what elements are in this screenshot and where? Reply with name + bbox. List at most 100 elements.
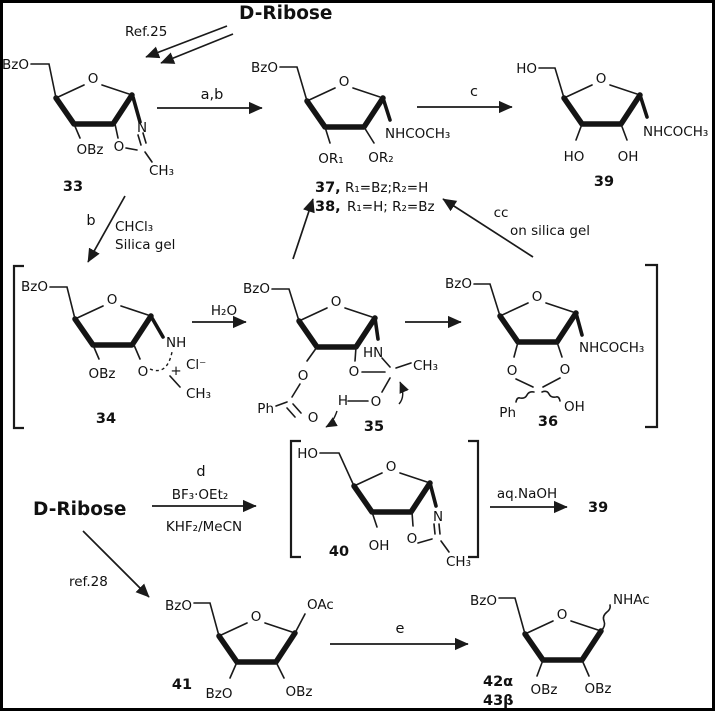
compound-40: O HO OH O N CH₃ 40 [297, 446, 471, 570]
nhcoch3-label: NHCOCH₃ [579, 340, 644, 356]
dioxolane-oxygen-left: O [507, 363, 518, 379]
bond [581, 659, 590, 677]
furanose-ring [500, 303, 576, 342]
obz-label: OBz [286, 684, 313, 700]
bond [114, 123, 119, 139]
wavy-bond-nhac [600, 604, 611, 632]
arrow-ref28 [82, 530, 150, 598]
bond [411, 511, 414, 527]
carbonyl-double-bond [286, 403, 302, 418]
oac-label: OAc [307, 597, 334, 613]
hn-label: HN [363, 345, 383, 361]
on-silica-gel-label: on silica gel [510, 223, 590, 239]
bracket-40-left [289, 439, 301, 559]
bond [169, 375, 181, 388]
ho-label: HO [564, 149, 585, 165]
label-ref25: Ref.25 [125, 24, 167, 40]
step-c-label: c [470, 84, 478, 100]
silica-gel-label: Silica gel [115, 237, 175, 253]
ring-oxygen: O [251, 609, 262, 625]
furanose-ring [299, 308, 375, 347]
wedge-bond [150, 316, 165, 339]
furanose-ring [219, 623, 295, 662]
compound-37-substituents: R₁=Bz;R₂=H [345, 180, 428, 196]
compound-42-43: O BzO NHAc OBz OBz 42α 43β [470, 592, 650, 709]
hydroxyl-oxygen: O [371, 394, 382, 410]
bond [92, 344, 100, 360]
ring-oxygen: O [88, 71, 99, 87]
ho-label: HO [297, 446, 318, 462]
wedge-bond [574, 311, 584, 337]
ester-oxygen: O [298, 368, 309, 384]
partial-bond [149, 351, 173, 372]
oh-label: OH [618, 149, 639, 165]
bf3-oet2-label: BF₃·OEt₂ [172, 487, 229, 503]
ring-oxygen: O [107, 292, 118, 308]
ring-oxygen: O [532, 289, 543, 305]
bond [515, 377, 561, 388]
ch3-label: CH₃ [413, 358, 438, 374]
oxazolinium-oxygen: O [138, 364, 149, 380]
bond [49, 286, 76, 320]
bond [498, 597, 526, 635]
furanose-ring [75, 306, 151, 345]
bond [395, 362, 412, 369]
ring-oxygen: O [386, 459, 397, 475]
bond [133, 344, 141, 360]
compound-35: O BzO HN O Ph O O CH₃ H O 35 [243, 281, 438, 435]
ho-label: HO [516, 61, 537, 77]
bond [381, 377, 391, 393]
step-d-label: d [196, 464, 205, 480]
oxygen-label: O [349, 364, 360, 380]
nhcoch3-label: NHCOCH₃ [385, 126, 450, 142]
bond [620, 123, 628, 141]
ph-label: Ph [257, 401, 274, 417]
wedge-bond [638, 93, 649, 119]
bond [30, 63, 57, 99]
compound-36: O BzO NHCOCH₃ O O Ph OH 36 [445, 276, 644, 430]
oxazoline-oxygen: O [407, 531, 418, 547]
compound-number-41: 41 [172, 677, 192, 693]
bond [575, 123, 583, 141]
obz-right-label: OBz [585, 681, 612, 697]
compound-number-42a: 42α [483, 674, 513, 690]
ring-oxygen: O [557, 607, 568, 623]
bond [354, 346, 357, 362]
plus-charge: + [170, 363, 181, 379]
bzo-label: BzO [21, 279, 48, 295]
step-cc-label: cc [494, 205, 509, 221]
oh-label: OH [369, 538, 390, 554]
bond [291, 383, 301, 398]
compound-number-43b: 43β [483, 693, 514, 709]
oh-label: OH [564, 399, 585, 415]
wedge-bond [131, 95, 142, 124]
furanose-ring [564, 85, 640, 124]
compound-number-39-final: 39 [588, 500, 608, 516]
furanose-ring [354, 473, 430, 512]
compound-number-38: 38, [315, 199, 341, 215]
bond [144, 151, 153, 163]
bond [229, 661, 238, 679]
bond [538, 67, 565, 99]
bond [294, 613, 306, 634]
bond [271, 288, 300, 322]
bond [73, 123, 81, 139]
compound-number-40: 40 [329, 544, 349, 560]
bzo-label: BzO [470, 593, 497, 609]
bond [279, 66, 308, 102]
compound-41: O BzO OAc BzO OBz 41 [165, 597, 334, 702]
nh-label: NH [166, 335, 186, 351]
arrow-b [87, 195, 126, 263]
aq-naoh-label: aq.NaOH [497, 486, 557, 502]
compound-37-38: O BzO NHCOCH₃ OR₁ OR₂ 37, R₁=Bz;R₂=H 38,… [251, 60, 450, 215]
furanose-ring [56, 85, 132, 124]
bond [417, 538, 433, 544]
ref25-arrow-2 [160, 33, 234, 64]
step-ab-label: a,b [201, 87, 224, 103]
obz-label: OBz [89, 366, 116, 382]
bracket-right [645, 263, 659, 429]
ring-oxygen: O [331, 294, 342, 310]
compound-33: O BzO OBz O N CH₃ 33 [2, 57, 174, 195]
bracket-40-right [468, 439, 480, 559]
